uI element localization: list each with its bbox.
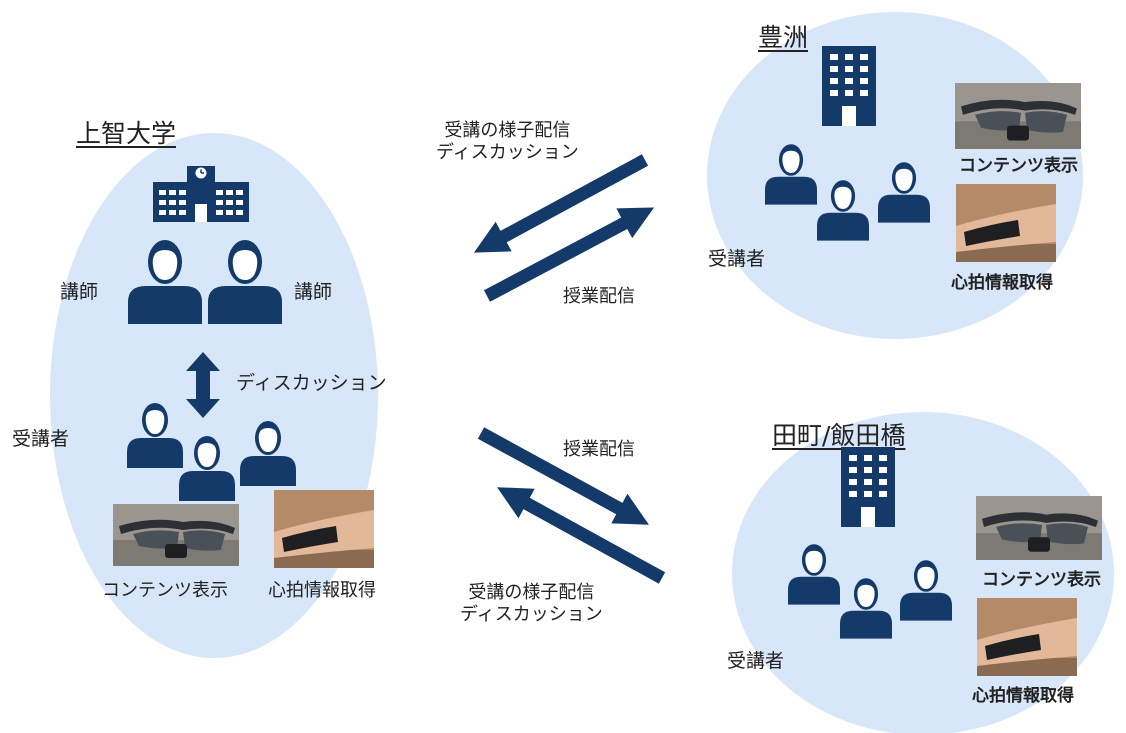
tamachi-attendee-icon-2 (840, 578, 892, 639)
toyosu-attendee-icon-3 (878, 162, 930, 223)
attendee-icon-2 (179, 436, 235, 501)
flow-upper-right-label: 授業配信 (563, 286, 635, 307)
lecturer-right-icon (208, 240, 282, 324)
flow-upper-left-label: 受講の様子配信 ディスカッション (436, 120, 579, 163)
attendee-icon-3 (240, 421, 296, 486)
sophia-lecturer-right-label: 講師 (294, 281, 333, 303)
tamachi-content-display-label: コンテンツ表示 (982, 570, 1101, 590)
arrow-to-sophia-upper (473, 154, 649, 253)
sophia-attendees-label: 受講者 (12, 428, 70, 450)
office-building-icon (822, 46, 876, 126)
toyosu-wristband-photo (956, 184, 1056, 262)
tamachi-smart-glasses-photo (976, 496, 1102, 560)
school-building-icon (153, 166, 249, 222)
tamachi-attendees-label: 受講者 (727, 650, 785, 672)
sophia-heart-rate-label: 心拍情報取得 (268, 580, 376, 601)
tamachi-attendee-icon-3 (900, 560, 952, 621)
tamachi-attendee-icon-1 (788, 544, 840, 605)
flow-lower-left-line1: 受講の様子配信 (468, 582, 595, 603)
tamachi-wristband-photo (977, 598, 1077, 676)
tamachi-heart-rate-label: 心拍情報取得 (972, 686, 1074, 706)
flow-lower-left-label: 受講の様子配信 ディスカッション (460, 582, 603, 625)
flow-lower-left-line2: ディスカッション (460, 603, 603, 625)
lecturer-left-icon (128, 240, 202, 324)
sophia-lecturer-left-label: 講師 (60, 281, 99, 303)
toyosu-attendee-icon-2 (817, 180, 869, 241)
sophia-discussion-label: ディスカッション (236, 372, 387, 394)
tamachi-title: 田町/飯田橋 (772, 421, 906, 450)
toyosu-smart-glasses-photo (955, 83, 1081, 149)
flow-upper-left-line2: ディスカッション (436, 141, 579, 163)
arrow-to-sophia-lower (497, 487, 666, 584)
tamachi-office-building-icon (841, 447, 895, 527)
arrow-to-tamachi (477, 427, 649, 525)
toyosu-content-display-label: コンテンツ表示 (959, 156, 1078, 176)
double-arrow-icon (186, 352, 220, 418)
attendee-icon-1 (127, 403, 183, 468)
toyosu-heart-rate-label: 心拍情報取得 (951, 273, 1053, 293)
wristband-photo (274, 490, 374, 568)
smart-glasses-photo (113, 504, 239, 566)
arrow-to-toyosu (483, 207, 655, 302)
sophia-title: 上智大学 (76, 119, 177, 148)
flow-lower-right-label: 授業配信 (563, 439, 635, 460)
toyosu-attendees-label: 受講者 (708, 248, 766, 270)
toyosu-title: 豊洲 (758, 23, 809, 52)
flow-upper-left-line1: 受講の様子配信 (444, 120, 571, 141)
toyosu-attendee-icon-1 (765, 144, 817, 205)
sophia-content-display-label: コンテンツ表示 (102, 580, 228, 601)
